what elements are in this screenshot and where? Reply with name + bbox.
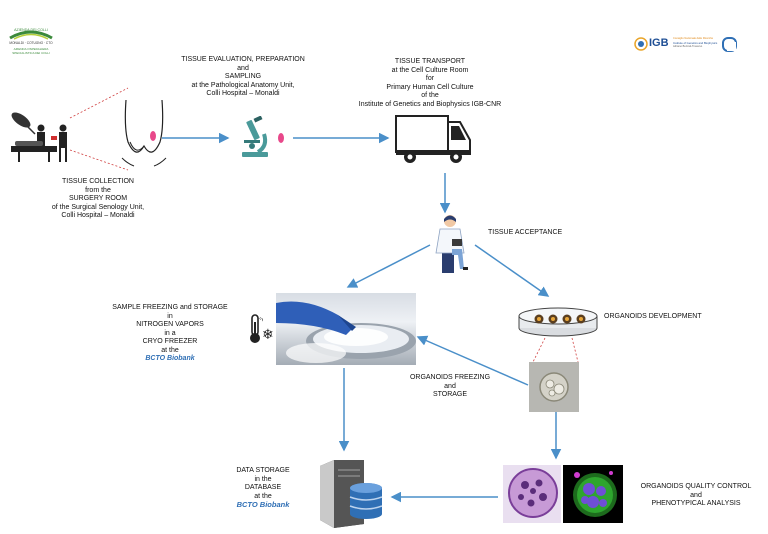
freezing-bcto-label: BCTO Biobank xyxy=(145,355,195,362)
evaluation-label: TISSUE EVALUATION, PREPARATION and SAMPL… xyxy=(181,56,305,97)
organoid-photo xyxy=(529,362,579,412)
data-storage-bcto-label: BCTO Biobank xyxy=(236,500,290,509)
snowflake-icon: ❄ xyxy=(262,326,274,342)
thermometer-icon: °C xyxy=(249,314,263,344)
fluorescence-photo xyxy=(563,465,623,523)
data-storage-label: DATA STORAGE in the DATABASE at the BCTO… xyxy=(218,467,308,510)
quality-control-label: ORGANOIDS QUALITY CONTROL and PHENOTYPIC… xyxy=(640,483,752,507)
microscope-icon xyxy=(238,116,274,158)
petri-dish-icon xyxy=(517,306,599,338)
tissue-sample-icon xyxy=(278,133,284,143)
cryo-photo xyxy=(276,293,416,365)
hospital-logo: AZIENDA DEI COLLI MONALDI · COTUGNO · CT… xyxy=(9,28,53,55)
histology-photo xyxy=(503,465,561,523)
freezing-label: SAMPLE FREEZING and STORAGE in NITROGEN … xyxy=(100,304,240,364)
transport-label: TISSUE TRANSPORT at the Cell Culture Roo… xyxy=(358,58,502,108)
breast-icon xyxy=(120,98,168,168)
svg-text:°C: °C xyxy=(259,317,263,324)
collection-label: TISSUE COLLECTION from the SURGERY ROOM … xyxy=(51,178,145,219)
scientist-icon xyxy=(430,213,470,275)
organoids-freezing-label: ORGANOIDS FREEZING and STORAGE xyxy=(409,374,491,398)
server-database-icon xyxy=(316,458,384,528)
igb-logo: IGB Consiglio Nazionale delle Ricerche I… xyxy=(633,36,741,54)
van-icon xyxy=(392,112,474,168)
organoids-development-label: ORGANOIDS DEVELOPMENT xyxy=(604,313,702,320)
acceptance-label: TISSUE ACCEPTANCE xyxy=(488,229,563,236)
surgery-icon xyxy=(5,108,75,166)
